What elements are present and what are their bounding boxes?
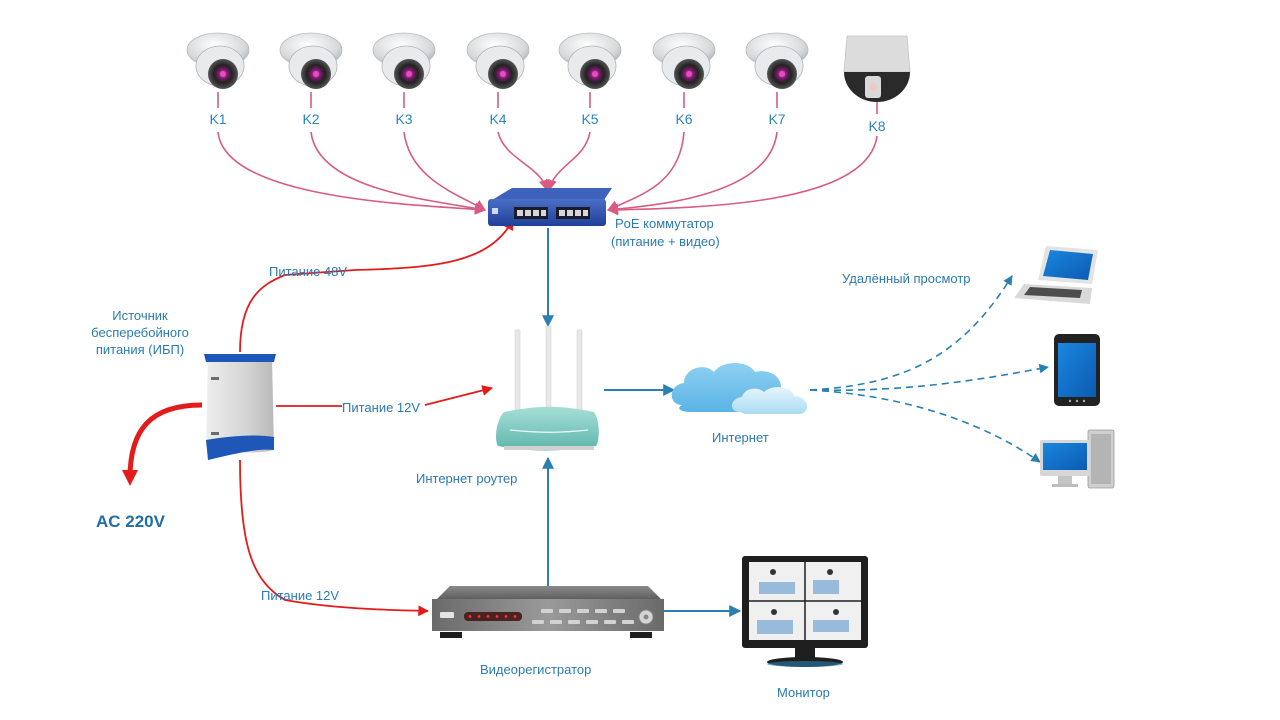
desktop-icon[interactable] [1040,429,1115,489]
ups-top [204,354,276,362]
camera-k6[interactable]: K6 [652,32,716,127]
camera-links [217,131,878,216]
remote-link-laptop [809,275,1013,391]
dvr-top [436,586,662,600]
antenna-right [576,329,583,411]
camera-k1[interactable]: K1 [186,32,250,127]
dvr-label: Видеорегистратор [480,662,591,677]
ups[interactable] [204,354,276,460]
tablet-icon[interactable] [1054,334,1100,406]
camera-k3[interactable]: K3 [372,32,436,127]
link-k1 [217,131,487,215]
poe-switch[interactable] [488,188,612,226]
switch-led [492,208,498,214]
camera-housing [843,35,911,73]
internet-cloud[interactable] [671,363,808,414]
link-k4 [497,131,550,192]
camera-label: K5 [581,111,598,127]
ups-body [206,358,274,453]
camera-label: K2 [302,111,319,127]
mains-label: AC 220V [96,512,166,531]
camera-label: K1 [209,111,226,127]
camera-label: K7 [768,111,785,127]
link-k7 [606,131,778,215]
power-link-switch [239,219,514,353]
network-links [542,228,1049,617]
camera-label: K3 [395,111,412,127]
camera-k8[interactable]: K8 [843,35,911,134]
cameras: K1 K2 K3 K4 K5 K6 K7 K8 [186,32,911,134]
camera-k2[interactable]: K2 [279,32,343,127]
camera-k4[interactable]: K4 [466,32,530,127]
camera-k7[interactable]: K7 [745,32,809,127]
power-link-router [276,388,492,407]
camera-label: K4 [489,111,506,127]
power-label-dvr: Питание 12V [261,588,339,603]
laptop-icon[interactable] [1014,246,1098,304]
switch-label-line1: PoE коммутатор [615,216,714,231]
router-body [496,406,599,451]
switch-ports [514,207,590,219]
internet-label: Интернет [712,430,769,445]
power-label-router: Питание 12V [342,400,420,415]
router[interactable] [496,325,599,451]
camera-label: K8 [868,118,885,134]
link-k5 [545,131,591,192]
ups-label-line1: Источник [112,308,168,323]
camera-k5[interactable]: K5 [558,32,622,127]
remote-link-tablet [809,363,1049,392]
link-k8 [606,135,878,216]
camera-label: K6 [675,111,692,127]
link-k6 [606,131,685,211]
remote-link-desktop [809,389,1041,463]
link-k2 [310,131,487,214]
antenna-middle [545,325,552,411]
ups-base [206,435,274,460]
monitor-label: Монитор [777,685,830,700]
monitor[interactable] [742,556,868,667]
antenna-left [514,329,521,411]
power-label-48v: Питание 48V [269,264,347,279]
switch-top [492,188,612,200]
router-label: Интернет роутер [416,471,517,486]
link-k3 [403,131,486,211]
power-link-dvr [239,459,430,617]
power-links [122,219,514,617]
switch-label-line2: (питание + видео) [611,234,720,249]
remote-label: Удалённый просмотр [842,271,971,286]
ups-label-line2: бесперебойного [91,325,189,340]
ups-label-line3: питания (ИБП) [96,342,184,357]
dvr[interactable] [432,586,664,638]
mains-link [122,402,203,486]
